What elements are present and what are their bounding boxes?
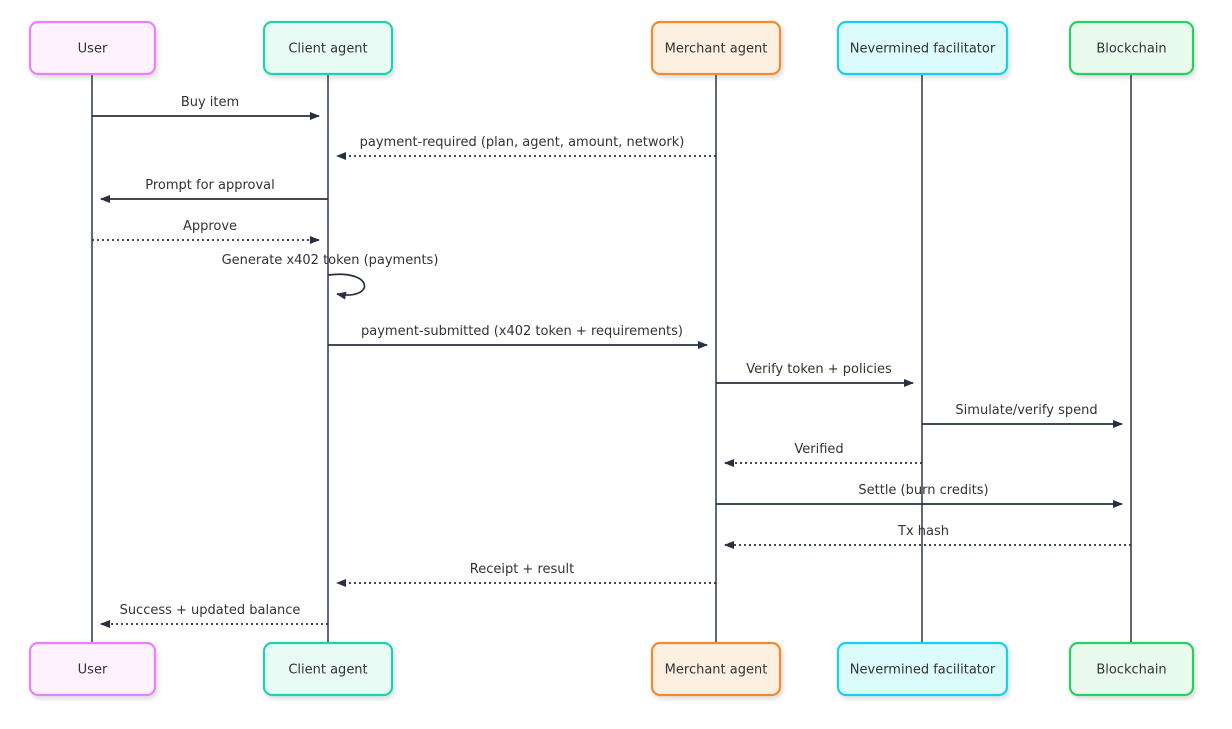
- actor-box-rect-client-agent: [262, 641, 394, 697]
- message-simulate-verify-spend: Simulate/verify spend: [922, 403, 1123, 428]
- actor-label-client-agent: Client agent: [288, 663, 367, 678]
- actor-box-rect-merchant-agent: [650, 20, 782, 76]
- actor-box-rect-nevermined-facilitator: [836, 641, 1009, 697]
- actor-label-merchant-agent: Merchant agent: [665, 42, 768, 57]
- message-label-receipt-result: Receipt + result: [470, 562, 575, 577]
- actor-label-nevermined-facilitator: Nevermined facilitator: [850, 663, 996, 678]
- actor-box-user-top[interactable]: User: [28, 20, 157, 76]
- message-prompt-for-approval: Prompt for approval: [100, 178, 328, 203]
- actor-box-blockchain-top[interactable]: Blockchain: [1068, 20, 1195, 76]
- actor-box-rect-user: [28, 641, 157, 697]
- actor-box-merchant-agent-top[interactable]: Merchant agent: [650, 20, 782, 76]
- message-tx-hash: Tx hash: [724, 524, 1131, 549]
- actor-box-rect-nevermined-facilitator: [836, 20, 1009, 76]
- actor-box-blockchain-bottom[interactable]: Blockchain: [1068, 641, 1195, 697]
- message-label-generate-x402-token: Generate x402 token (payments): [222, 253, 439, 268]
- actor-label-nevermined-facilitator: Nevermined facilitator: [850, 42, 996, 57]
- message-buy-item: Buy item: [92, 95, 320, 120]
- actor-label-user: User: [78, 663, 108, 678]
- actor-box-rect-merchant-agent: [650, 641, 782, 697]
- actor-box-rect-blockchain: [1068, 20, 1195, 76]
- message-payment-required: payment-required (plan, agent, amount, n…: [336, 135, 716, 160]
- message-label-verify-token-policies: Verify token + policies: [746, 362, 892, 377]
- message-label-settle-burn-credits: Settle (burn credits): [858, 483, 988, 498]
- message-label-verified: Verified: [794, 442, 843, 457]
- actor-box-client-agent-top[interactable]: Client agent: [262, 20, 394, 76]
- message-label-prompt-for-approval: Prompt for approval: [145, 178, 275, 193]
- message-success-updated-balance: Success + updated balance: [100, 603, 328, 628]
- message-label-approve: Approve: [183, 219, 237, 234]
- message-label-payment-submitted: payment-submitted (x402 token + requirem…: [361, 324, 683, 339]
- message-payment-submitted: payment-submitted (x402 token + requirem…: [328, 324, 708, 349]
- actor-label-blockchain: Blockchain: [1096, 663, 1166, 678]
- message-generate-x402-token: Generate x402 token (payments): [222, 253, 439, 300]
- actor-box-rect-blockchain: [1068, 641, 1195, 697]
- actor-box-rect-user: [28, 20, 157, 76]
- message-label-simulate-verify-spend: Simulate/verify spend: [955, 403, 1097, 418]
- actor-label-merchant-agent: Merchant agent: [665, 663, 768, 678]
- message-verify-token-policies: Verify token + policies: [716, 362, 914, 387]
- actor-box-client-agent-bottom[interactable]: Client agent: [262, 641, 394, 697]
- actor-box-user-bottom[interactable]: User: [28, 641, 157, 697]
- lifelines-layer: [91, 74, 1132, 643]
- actor-boxes-bottom: User Client agent Merchant agent Nevermined…: [28, 641, 1195, 697]
- actor-boxes-top: User Client agent Merchant agent Nevermined…: [28, 20, 1195, 76]
- message-receipt-result: Receipt + result: [336, 562, 716, 587]
- message-verified: Verified: [724, 442, 922, 467]
- actor-box-merchant-agent-bottom[interactable]: Merchant agent: [650, 641, 782, 697]
- messages-layer: Buy item payment-required (plan, agent, a…: [92, 95, 1131, 628]
- actor-label-user: User: [78, 42, 108, 57]
- message-arrow-generate-x402-token: [327, 273, 366, 300]
- message-label-payment-required: payment-required (plan, agent, amount, n…: [360, 135, 685, 150]
- actor-box-nevermined-facilitator-top[interactable]: Nevermined facilitator: [836, 20, 1009, 76]
- message-label-success-updated-balance: Success + updated balance: [120, 603, 301, 618]
- message-approve: Approve: [92, 219, 320, 244]
- message-label-tx-hash: Tx hash: [897, 524, 949, 539]
- actor-box-nevermined-facilitator-bottom[interactable]: Nevermined facilitator: [836, 641, 1009, 697]
- message-settle-burn-credits: Settle (burn credits): [716, 483, 1123, 508]
- actor-box-rect-client-agent: [262, 20, 394, 76]
- actor-label-client-agent: Client agent: [288, 42, 367, 57]
- message-label-buy-item: Buy item: [181, 95, 239, 110]
- actor-label-blockchain: Blockchain: [1096, 42, 1166, 57]
